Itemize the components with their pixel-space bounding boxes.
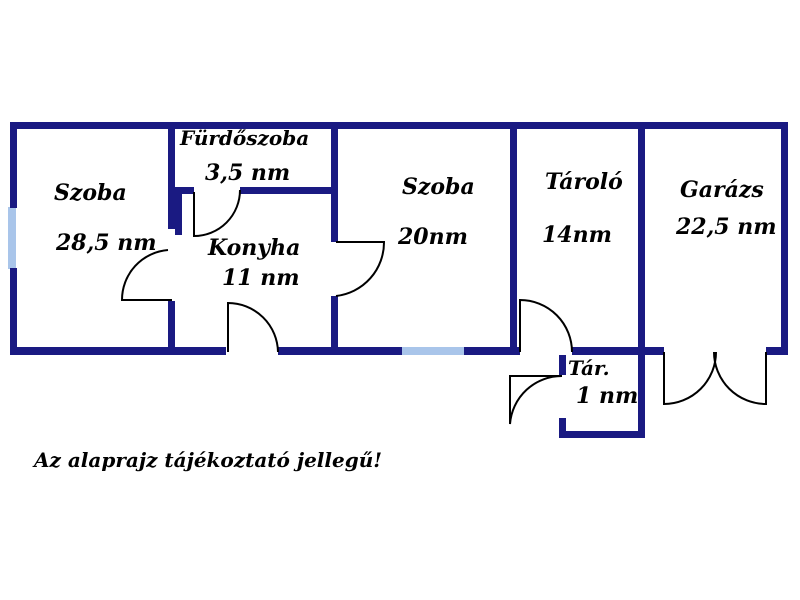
door-tar [509,374,563,425]
wall-szoba-divider-low [168,301,175,355]
wall-tar-bottom [559,431,645,438]
room-name-furdoszoba: Fürdőszoba [179,126,309,150]
room-labels: Szoba 28,5 nm Fürdőszoba 3,5 nm Konyha 1… [54,126,777,409]
room-name-szoba-left: Szoba [54,180,127,206]
walls [10,122,788,438]
wall-tar-left [559,355,566,375]
wall-top [10,122,788,129]
windows [8,207,464,355]
room-name-tar: Tár. [568,356,610,380]
room-name-garazs: Garázs [680,177,764,203]
door-konyha-szoba2 [335,241,386,297]
room-area-szoba-right: 20nm [397,224,468,250]
room-area-furdoszoba: 3,5 nm [205,160,290,186]
wall-szoba-divider [168,122,175,229]
room-name-konyha: Konyha [207,235,300,261]
wall-furdo-bottom-b [240,187,338,194]
room-area-szoba-left: 28,5 nm [55,230,157,256]
wall-right [781,122,788,355]
wall-bottom-3 [464,347,520,355]
wall-bottom-4 [572,347,664,355]
wall-bottom-5 [766,347,788,355]
room-area-konyha: 11 nm [222,265,300,291]
wall-konyha-left [175,187,182,235]
door-konyha-bottom [227,301,279,353]
room-area-tar: 1 nm [576,383,638,409]
room-name-tarolo: Tároló [545,169,623,195]
wall-bottom-2 [278,347,402,355]
window-bottom-wall [402,347,464,355]
door-furdo [193,189,241,238]
disclaimer-note: Az alaprajz tájékoztató jellegű! [34,448,383,472]
wall-bottom-1 [10,347,226,355]
door-tarolo [519,298,573,353]
wall-garazs-left [638,122,645,438]
wall-konyha-right-lower [331,296,338,355]
door-garazs-right [713,351,767,406]
wall-left-upper [10,122,17,208]
wall-left-lower [10,268,17,355]
wall-tarolo-left [510,122,517,355]
wall-tar-left-low [559,418,566,438]
door-garazs-left [663,351,717,406]
doors [120,189,767,425]
room-name-szoba-right: Szoba [402,174,475,200]
room-area-tarolo: 14nm [542,222,612,248]
window-left-wall [8,207,16,269]
door-szoba-konyha [120,249,172,301]
room-area-garazs: 22,5 nm [675,214,777,240]
wall-konyha-right-upper [331,122,338,242]
